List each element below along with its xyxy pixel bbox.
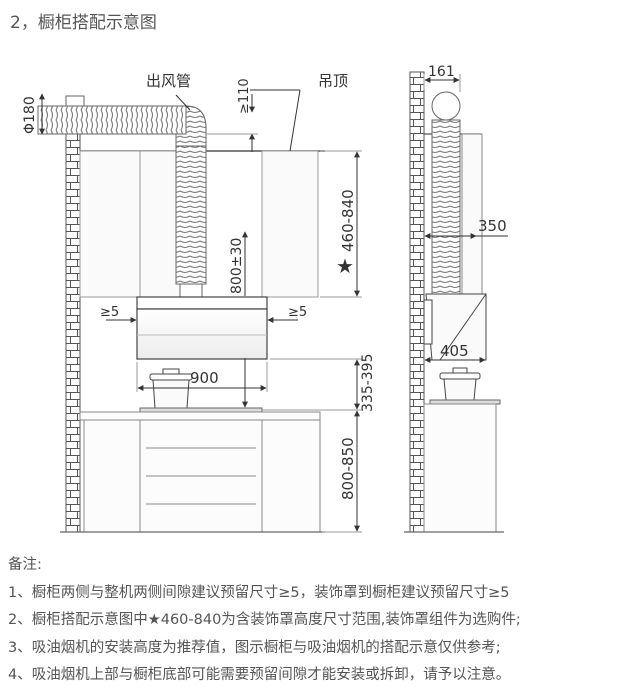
label-900: 900 (190, 369, 219, 387)
range-hood-side (423, 293, 487, 361)
label-460-840: 460-840 (339, 189, 357, 252)
label-161: 161 (428, 64, 455, 80)
note-item-3: 3、吸油烟机的安装高度为推荐值，图示橱柜与吸油烟机的搭配示意仅供参考; (8, 639, 501, 656)
range-hood-front (136, 296, 268, 360)
label-335-395: 335-395 (360, 354, 376, 413)
base-cabinets (79, 411, 321, 533)
label-gap5-left: ≥5 (100, 305, 119, 320)
label-800-30: 800±30 (229, 238, 245, 294)
label-gap5-right: ≥5 (288, 305, 307, 320)
label-gap110: ≥110 (237, 78, 252, 114)
notes-section: 备注: 1、橱柜两侧与整机两侧间隙建议预留尺寸≥5，装饰罩到橱柜建议预留尺寸≥5… (8, 552, 521, 690)
star-icon: ★ (336, 254, 354, 278)
note-item-4: 4、吸油烟机上部与橱柜底部可能需要预留间隙才能安装或拆卸，请予以注意。 (8, 667, 511, 683)
cooktop (139, 407, 263, 413)
brick-wall-right (409, 71, 425, 533)
label-phi180: Φ180 (22, 96, 38, 134)
exhaust-pipe-side (431, 119, 461, 295)
brick-wall-left (65, 127, 81, 533)
label-ceiling: 吊顶 (318, 72, 348, 90)
exhaust-pipe-elbow (175, 105, 207, 147)
cooking-pot-side (439, 367, 481, 401)
label-350: 350 (478, 217, 507, 235)
label-exhaust-pipe: 出风管 (146, 72, 191, 90)
exhaust-pipe-horizontal (37, 105, 189, 135)
note-item-2: 2、橱柜搭配示意图中★460-840为含装饰罩高度尺寸范围,装饰罩组件为选购件; (8, 612, 521, 628)
label-405: 405 (440, 342, 469, 360)
wall-cabinet-side (461, 133, 483, 295)
note-item-1: 1、橱柜两侧与整机两侧间隙建议预留尺寸≥5，装饰罩到橱柜建议预留尺寸≥5 (8, 584, 510, 601)
exhaust-pipe-round (431, 91, 461, 121)
base-cabinet-side (423, 403, 497, 533)
page-title: 2，橱柜搭配示意图 (10, 13, 157, 33)
cabinet-diagram: 出风管 吊顶 Φ180 ≥110 460-840 ★ 800±30 ≥5 ≥5 … (22, 64, 508, 533)
exhaust-pipe-vertical (175, 145, 207, 285)
label-800-850: 800-850 (339, 437, 357, 500)
notes-heading: 备注: (8, 557, 42, 573)
